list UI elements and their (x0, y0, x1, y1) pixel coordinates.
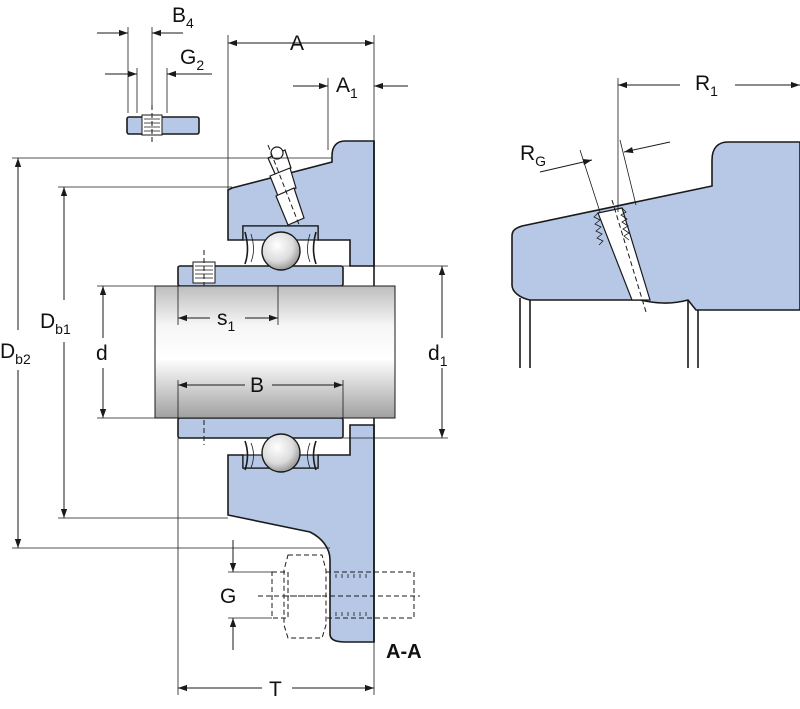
detail-ring (126, 116, 200, 135)
ball-lower (261, 433, 301, 473)
ball-upper (261, 231, 301, 271)
label-b4: B4 (172, 4, 194, 31)
bearing-upper (242, 225, 319, 271)
housing-lower (227, 424, 375, 643)
label-section-aa: A-A (386, 641, 422, 663)
label-g: G (220, 585, 236, 608)
label-t: T (269, 678, 282, 701)
locking-screw (192, 261, 216, 284)
inner-ring-lower (177, 417, 344, 439)
label-b: B (250, 374, 264, 397)
grease-hole-detail-view (511, 78, 800, 368)
label-r1: R1 (695, 72, 718, 99)
label-g2: G2 (180, 46, 204, 73)
housing-upper (227, 140, 375, 267)
label-d: d (96, 342, 108, 365)
bolt-nut (258, 554, 420, 639)
locking-detail-view (97, 27, 212, 145)
main-section-view (12, 35, 448, 695)
grease-nipple (267, 144, 306, 241)
housing-detail-body (511, 141, 800, 311)
label-d1: d1 (428, 342, 448, 369)
label-a1: A1 (336, 74, 358, 101)
bearing-lower (242, 433, 319, 473)
label-db2: Db2 (0, 340, 31, 367)
label-rg: RG (520, 142, 546, 169)
label-s1: s1 (217, 307, 236, 334)
label-db1: Db1 (40, 310, 71, 337)
label-a: A (290, 32, 304, 55)
shaft (154, 285, 396, 419)
